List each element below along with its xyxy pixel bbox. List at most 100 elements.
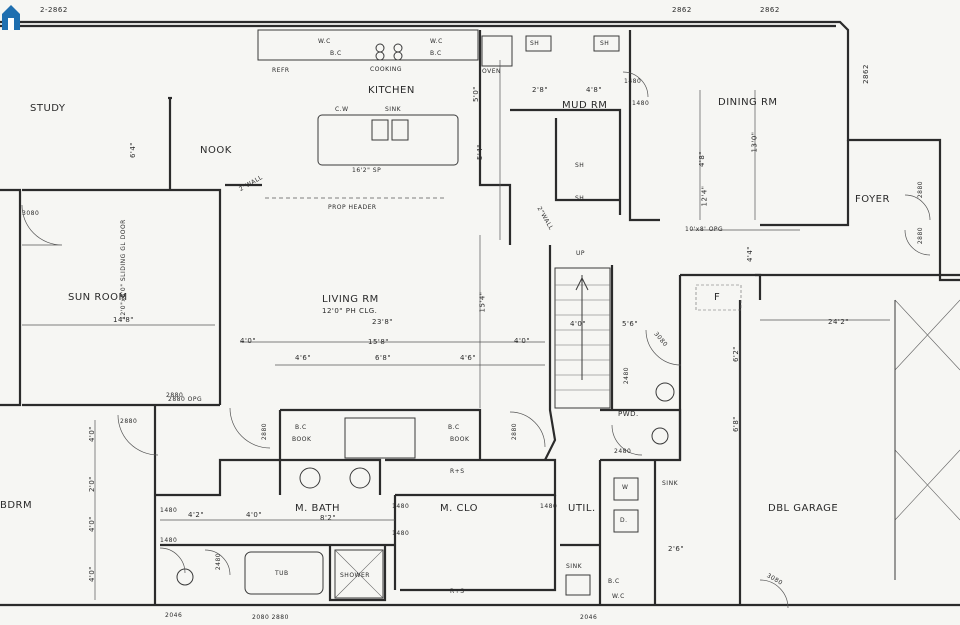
interior-walls <box>22 30 960 605</box>
dim-2480-b: 2480 <box>614 448 632 455</box>
label-door-3080: 3080 <box>22 210 40 217</box>
room-mud-rm: MUD RM <box>562 100 608 111</box>
dim-bath-w3: 8'2" <box>320 514 337 522</box>
label-book-1: BOOK <box>292 436 312 443</box>
dim-1480-d: 1480 <box>160 537 178 544</box>
dim-bath-w2: 4'0" <box>246 511 263 519</box>
label-shower: SHOWER <box>340 572 370 579</box>
label-bc-book-2: B.C <box>448 424 460 431</box>
dim-garage-v1: 6'2" <box>732 345 741 363</box>
label-sh-3: SH <box>575 162 585 169</box>
dim-2880-a: 2880 <box>261 422 269 441</box>
room-study: STUDY <box>30 103 66 114</box>
dim-2480: 2480 <box>623 366 631 385</box>
label-sink-3: SINK <box>566 563 583 570</box>
dim-bottom-3: 2046 <box>580 614 598 621</box>
label-bc-1: B.C <box>330 50 342 57</box>
label-w: W <box>622 484 629 491</box>
label-d: D. <box>620 517 628 524</box>
label-wc-1: W.C <box>318 38 331 45</box>
dim-study-v: 6'4" <box>129 141 138 159</box>
dim-2-0: 2'0" <box>88 475 97 493</box>
room-dbl-garage: DBL GARAGE <box>768 503 839 514</box>
label-wc-2: W.C <box>430 38 443 45</box>
label-prop-header: PROP HEADER <box>328 204 377 211</box>
dim-1480-f: 1480 <box>392 530 410 537</box>
label-bc-2: B.C <box>430 50 442 57</box>
label-sink-2: SINK <box>662 480 679 487</box>
label-cooking: COOKING <box>370 66 402 73</box>
dim-bath-w1: 4'2" <box>188 511 205 519</box>
dim-6-8: 6'8" <box>375 354 392 362</box>
dim-4-0-a: 4'0" <box>240 337 257 345</box>
room-kitchen: KITCHEN <box>368 85 415 96</box>
dim-nook-v: 5'4" <box>476 143 485 161</box>
label-sqft: 16'2" SP <box>352 167 382 174</box>
house-logo-icon <box>2 5 20 30</box>
dim-5-6: 5'6" <box>622 320 639 328</box>
dim-bottom-2: 2080 2880 <box>252 614 289 621</box>
dim-1480-a: 1480 <box>624 78 642 85</box>
label-rs-2: R+S <box>450 588 465 595</box>
label-book-2: BOOK <box>450 436 470 443</box>
label-tub: TUB <box>275 570 289 577</box>
room-bdrm: BDRM <box>0 500 33 511</box>
dim-1480-e: 1480 <box>392 503 410 510</box>
label-sink: SINK <box>385 106 402 113</box>
label-f: F <box>714 292 721 303</box>
dim-stair-w: 4'0" <box>570 320 587 328</box>
label-sliding-door: 12'0"x8'0" SLIDING GL DOOR <box>120 219 127 320</box>
dim-1480-b: 1480 <box>632 100 650 107</box>
dimension-lines <box>22 60 890 600</box>
label-rs-1: R+S <box>450 468 465 475</box>
dim-1480-g: 1480 <box>540 503 558 510</box>
dim-mud-v: 4'8" <box>586 86 603 94</box>
room-m-bath: M. BATH <box>295 503 341 514</box>
dim-4-0-d: 4'0" <box>88 425 97 443</box>
dim-2-6: 2'6" <box>668 545 685 553</box>
dim-dining-h: 13'0" <box>750 131 759 153</box>
kitchen-casework <box>257 29 620 166</box>
dim-4-0-f: 4'0" <box>88 565 97 583</box>
room-pwd: PWD. <box>618 410 639 418</box>
dim-4-6-b: 4'6" <box>460 354 477 362</box>
dim-2480-c: 2480 <box>215 552 223 571</box>
label-refr: REFR <box>272 67 290 74</box>
stairs <box>554 267 611 409</box>
dim-4-6-a: 4'6" <box>295 354 312 362</box>
dim-living-v: 15'4" <box>478 291 487 313</box>
room-util: UTIL. <box>568 503 596 514</box>
dim-foyer-door-2: 2880 <box>917 226 925 245</box>
room-nook: NOOK <box>200 145 232 156</box>
label-oven: OVEN <box>482 68 502 75</box>
label-sh-1: SH <box>530 40 540 47</box>
dim-4-0-e: 4'0" <box>88 515 97 533</box>
dim-kitchen-v: 5'0" <box>472 85 481 103</box>
label-opg-2: 10'x8' OPG <box>685 226 724 233</box>
label-bc-3: B.C <box>608 578 620 585</box>
label-up: UP <box>576 250 586 257</box>
dim-top-left: 2-2862 <box>40 6 68 14</box>
dim-2880-b: 2880 <box>166 392 184 399</box>
dim-right-side: 2862 <box>861 64 870 84</box>
dim-foyer-v: 4'4" <box>746 245 755 263</box>
dim-dining-w: 12'4" <box>700 185 709 207</box>
label-wc-3: W.C <box>612 593 625 600</box>
dim-2880-c: 2880 <box>511 422 519 441</box>
room-dining-rm: DINING RM <box>718 97 778 108</box>
dim-dining-v: 4'8" <box>698 150 707 168</box>
dim-top-mid: 2862 <box>672 6 692 14</box>
dim-living-w: 23'8" <box>372 318 394 326</box>
label-sh-4: SH <box>575 195 585 202</box>
garage-door-marks <box>695 284 960 580</box>
bath-fixtures <box>176 382 675 599</box>
room-living-rm: LIVING RM <box>322 294 379 305</box>
room-sun-room: SUN ROOM <box>68 292 128 303</box>
label-opg-1: 2880 OPG <box>168 396 203 403</box>
exterior-walls <box>0 20 960 607</box>
dim-living-w2: 15'8" <box>368 338 390 346</box>
dim-mud-h: 2'8" <box>532 86 549 94</box>
dim-sunroom-w: 14'8" <box>113 316 135 324</box>
